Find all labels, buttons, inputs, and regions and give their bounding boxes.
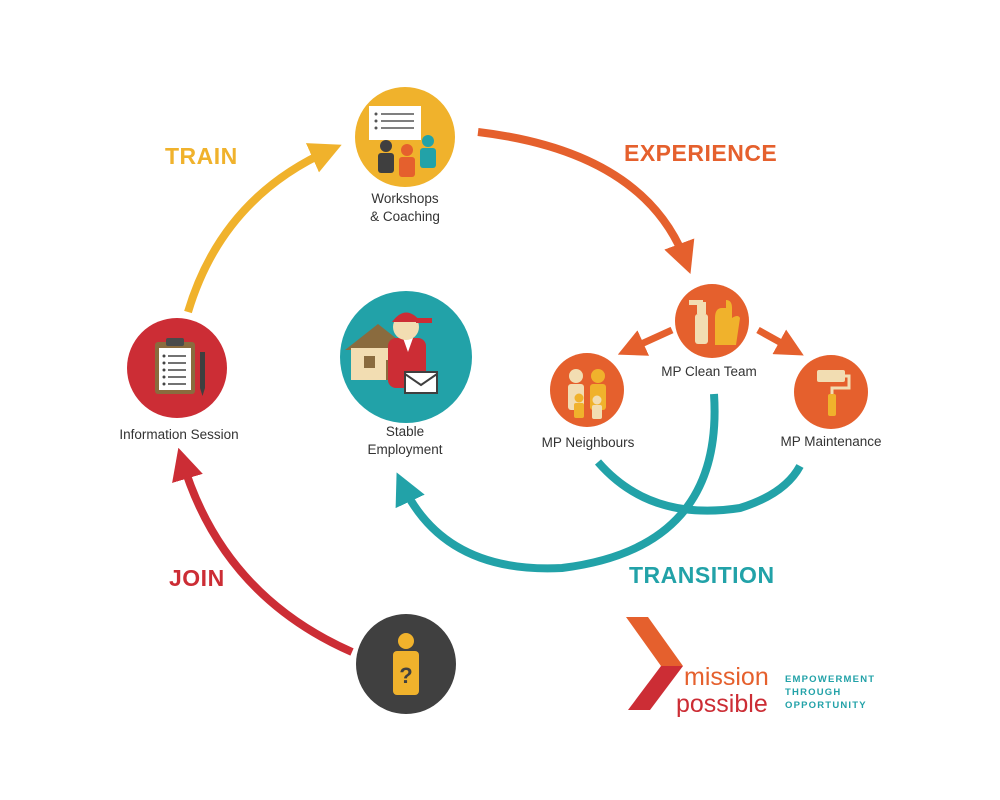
paint-roller-icon	[817, 370, 851, 416]
logo-chevron-bottom	[628, 666, 683, 710]
experience-arrow	[477, 128, 695, 274]
info-session-label: Information Session	[119, 427, 238, 442]
logo-word-possible: possible	[676, 690, 768, 718]
stage-label-transition: TRANSITION	[629, 562, 775, 588]
workshops-label-line1: Workshops	[371, 191, 439, 206]
info-session-node	[127, 318, 227, 418]
logo-tagline-1: EMPOWERMENT	[785, 674, 875, 685]
clipboard-icon	[155, 338, 205, 396]
neighbours-node	[550, 353, 624, 427]
transition-arrow	[395, 393, 719, 573]
house-worker-icon	[345, 312, 438, 394]
branch-arrow-neighbours	[617, 326, 674, 356]
join-arrow	[172, 447, 354, 656]
maintenance-node	[794, 355, 868, 429]
branch-arrow-maintenance	[756, 326, 804, 356]
logo-tagline-3: OPPORTUNITY	[785, 700, 867, 711]
workshop-icon	[369, 106, 436, 177]
clean-team-node	[675, 284, 749, 358]
mission-possible-logo: mission possible EMPOWERMENT THROUGH OPP…	[626, 617, 875, 718]
maintenance-label: MP Maintenance	[780, 434, 881, 449]
transition-loop-neighbours	[594, 459, 804, 515]
clean-team-label: MP Clean Team	[661, 364, 757, 379]
workshops-label-line2: & Coaching	[370, 209, 440, 224]
logo-word-mission: mission	[684, 663, 769, 691]
stage-label-train: TRAIN	[165, 143, 238, 169]
stable-employment-label-line1: Stable	[386, 424, 424, 439]
svg-text:?: ?	[399, 663, 412, 688]
cleaning-icon	[689, 300, 740, 345]
workshops-node	[355, 87, 455, 187]
stable-employment-label-line2: Employment	[367, 442, 442, 457]
stage-label-join: JOIN	[169, 565, 225, 591]
train-arrow	[184, 143, 342, 314]
logo-chevron-top	[626, 617, 683, 666]
family-icon	[568, 369, 606, 419]
stable-employment-node	[340, 291, 472, 423]
question-person-icon: ?	[393, 633, 419, 695]
start-node: ?	[356, 614, 456, 714]
stage-label-experience: EXPERIENCE	[624, 140, 777, 166]
logo-tagline-2: THROUGH	[785, 687, 841, 698]
neighbours-label: MP Neighbours	[542, 435, 635, 450]
